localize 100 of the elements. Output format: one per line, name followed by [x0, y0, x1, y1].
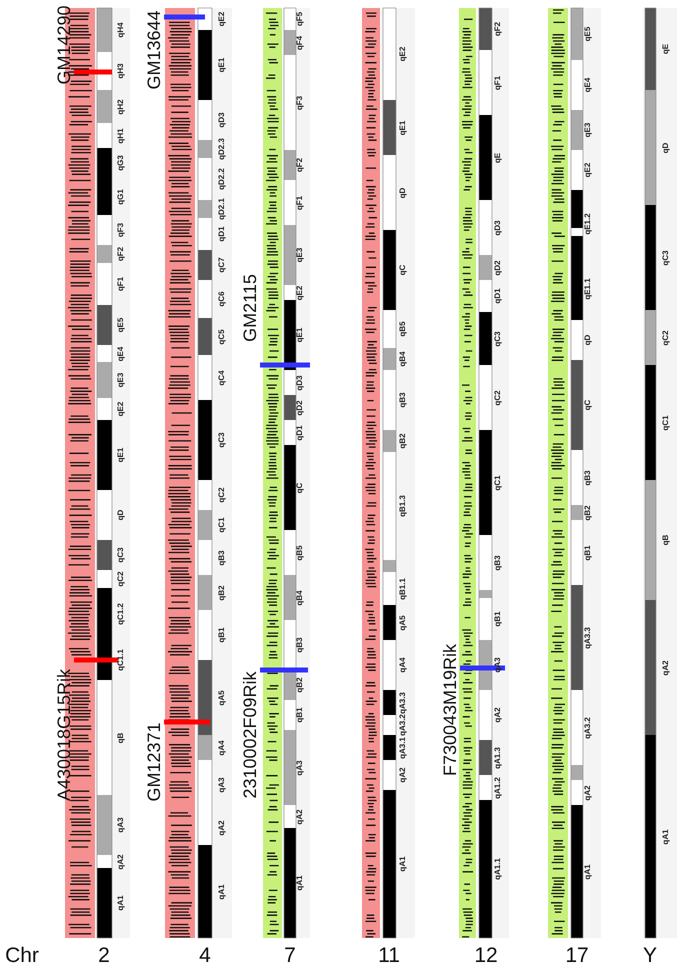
band-label: qF1 [296, 195, 304, 210]
band-label: qA2 [494, 707, 502, 723]
band-label: qB [662, 534, 670, 546]
band-label: qE3 [584, 122, 592, 138]
band-label: qE1 [218, 58, 226, 72]
band-label: qB1.3 [399, 495, 407, 517]
band-label: qE3 [117, 372, 125, 388]
band-label: qA3 [296, 760, 304, 776]
band-label: qC2 [662, 330, 670, 346]
chromosome-label: Chr [5, 945, 39, 966]
band-label: qE1 [296, 328, 304, 342]
band-label: qA1 [662, 828, 670, 844]
band-label: qC2 [117, 571, 125, 587]
band-label: qD [662, 142, 670, 153]
band-label: qB2 [399, 433, 407, 449]
band-label: qC [296, 482, 304, 493]
band-label: qA1 [584, 864, 592, 880]
band-label: qG3 [117, 155, 125, 171]
band-label: qD3 [218, 112, 226, 128]
band-label: qD2 [296, 400, 304, 416]
band-label: qB1 [218, 627, 226, 643]
band-label: qF1 [117, 276, 125, 292]
gene-name: GM14290 [55, 5, 73, 85]
band-label: qA5 [399, 614, 407, 630]
band-label: qB3 [218, 550, 226, 566]
gene-name: GM2115 [241, 274, 259, 342]
band-label: qE4 [117, 346, 125, 361]
band-label: qC [399, 264, 407, 276]
band-label: qA4 [399, 657, 407, 673]
band-label: qB5 [296, 544, 304, 560]
band-label: qD2.1 [218, 198, 226, 220]
band-label: qC [584, 400, 592, 410]
band-label: qC2 [494, 390, 502, 406]
band-label: qA1 [117, 895, 125, 911]
band-label: qB4 [399, 351, 407, 367]
band-label: qF2 [296, 158, 304, 172]
band-label: qA5 [218, 690, 226, 706]
band-label: qC1 [218, 517, 226, 533]
band-label: qC5 [218, 328, 226, 344]
chromosome-label: 2 [98, 945, 110, 966]
band-label: qD1 [218, 226, 226, 242]
gene-name: GM13644 [145, 10, 163, 90]
band-label: qC1 [662, 414, 670, 430]
band-label: qA3 [218, 777, 226, 793]
band-label: qD1 [494, 288, 502, 304]
band-label: qA1.3 [494, 746, 502, 768]
band-label: qE2 [399, 46, 407, 62]
band-label: qA2 [296, 808, 304, 824]
gene-name: 2310002F09Rik [241, 671, 259, 799]
band-label: qD [584, 334, 592, 346]
chromosome-label: 12 [474, 945, 498, 966]
chromosome-label: 11 [378, 945, 400, 966]
band-label: qD2 [494, 260, 502, 276]
band-label: qA4 [218, 740, 226, 756]
band-label: qA1.1 [494, 858, 502, 880]
band-label: qB [117, 732, 125, 743]
band-label: qC7 [218, 257, 226, 273]
band-label: qA3.2 [399, 714, 407, 736]
chromosome-label: Y [643, 945, 657, 966]
band-label: qB3 [494, 554, 502, 570]
band-label: qD2.2 [218, 168, 226, 190]
band-label: qA2 [584, 784, 592, 800]
gene-name: F730043M19Rik [441, 644, 459, 776]
band-label: qA1 [399, 856, 407, 872]
band-label: qE5 [117, 318, 125, 332]
chromosome-label: 7 [284, 945, 296, 966]
band-label: qE5 [584, 26, 592, 42]
band-label: qB4 [296, 590, 304, 606]
band-label: qB1.1 [399, 578, 407, 600]
band-label: qA3.2 [584, 716, 592, 738]
band-label: qE2 [218, 12, 226, 26]
band-label: qG1 [117, 188, 125, 204]
band-label: qB2 [584, 504, 592, 520]
band-label: qC1 [494, 474, 502, 490]
band-label: qE4 [584, 78, 592, 92]
band-label: qC6 [218, 291, 226, 307]
band-label: qC1.1 [117, 649, 125, 671]
band-label: qA1 [296, 875, 304, 891]
band-label: qD [399, 187, 407, 198]
gene-name: GM12371 [145, 722, 163, 802]
band-label: qA3.3 [584, 626, 592, 648]
band-label: qE [494, 152, 502, 163]
band-label: qH3 [117, 63, 125, 79]
band-label: qC3 [662, 250, 670, 266]
band-label: qD1 [296, 424, 304, 440]
band-label: qC1.2 [117, 603, 125, 625]
band-label: qF2 [117, 246, 125, 262]
band-label: qA1 [218, 884, 226, 900]
band-label: qE1 [399, 120, 407, 135]
band-label: qB1 [296, 707, 304, 723]
band-label: qF5 [296, 12, 304, 26]
band-label: qH4 [117, 22, 125, 38]
chromosome-label: 4 [199, 945, 211, 966]
band-label: qB3 [399, 392, 407, 408]
band-label: qF1 [494, 75, 502, 90]
band-label: qC2 [218, 487, 226, 503]
band-label: qE2 [117, 402, 125, 416]
band-label: qA2 [662, 660, 670, 676]
band-label: qB3 [584, 470, 592, 486]
band-label: qD3 [296, 374, 304, 390]
